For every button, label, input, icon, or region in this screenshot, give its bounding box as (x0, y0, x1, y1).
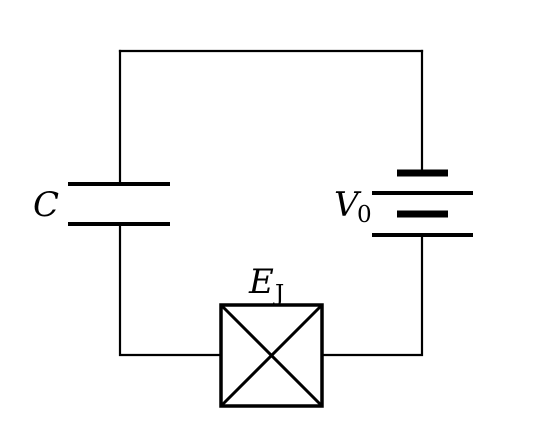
wire-left-lower (118, 222, 223, 357)
josephson-junction (219, 303, 324, 408)
voltage-source (372, 169, 473, 237)
wires (118, 49, 424, 357)
wire-right-lower (320, 233, 424, 357)
junction-cross-b (219, 303, 324, 408)
voltage-label-subscript: 0 (357, 202, 372, 228)
capacitor-label: C (33, 185, 59, 225)
voltage-label-main: V (334, 185, 362, 225)
junction-label-main: E (248, 262, 274, 302)
voltage-label: V 0 (334, 185, 372, 228)
capacitor (68, 182, 170, 226)
junction-label: E J (248, 262, 284, 307)
junction-label-subscript: J (273, 281, 284, 307)
